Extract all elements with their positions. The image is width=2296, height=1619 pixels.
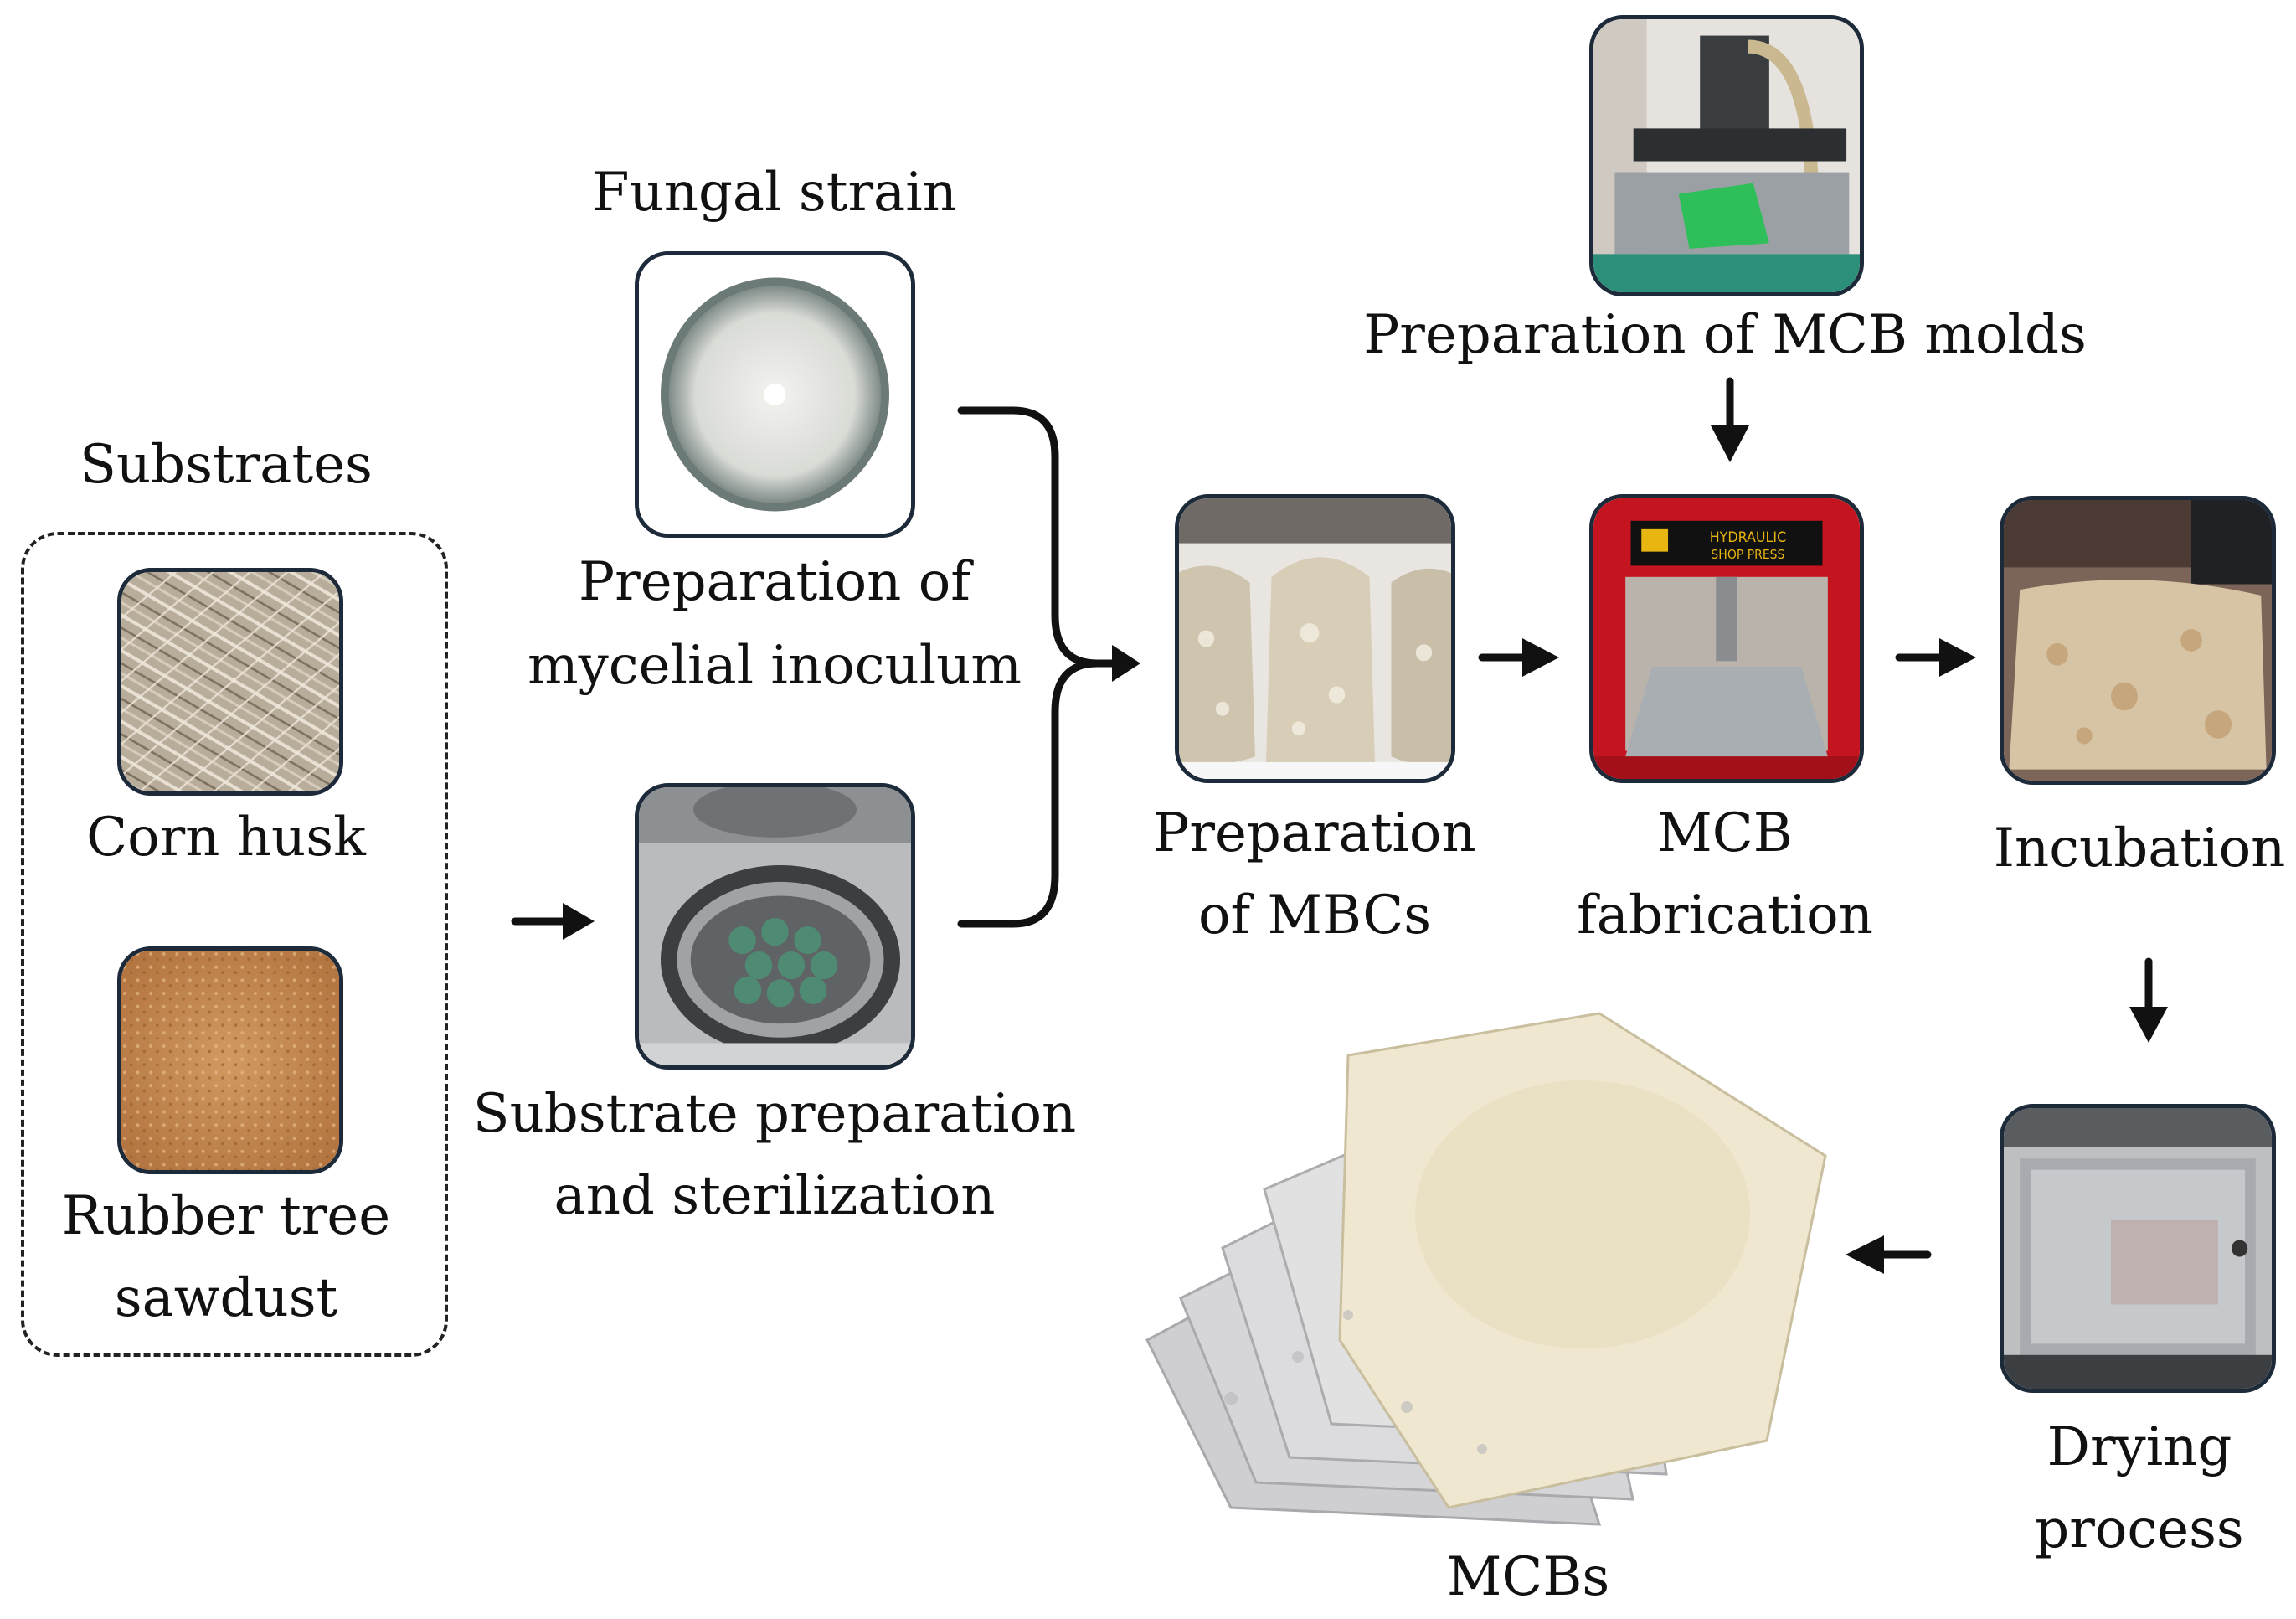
incubation-label: Incubation <box>1993 817 2286 879</box>
mycelial-inoculum-label-line2: mycelial inoculum <box>527 635 1022 697</box>
mbcs-label-line1: Preparation <box>1153 802 1476 864</box>
substrates-to-prep-arrow-head <box>563 903 595 940</box>
corn-husk-photo <box>117 568 343 796</box>
mcb-molds-label: Preparation of MCB molds <box>1363 304 2087 366</box>
incubation-to-drying-arrow-head <box>2129 1007 2168 1043</box>
mcb-fabrication-label-line1: MCB <box>1657 802 1793 864</box>
drying-photo <box>2000 1104 2276 1393</box>
mcbs-label: MCBs <box>1446 1546 1610 1608</box>
substrate-prep-label-line2: and sterilization <box>553 1165 996 1227</box>
mycelial-inoculum-label-line1: Preparation of <box>579 551 970 613</box>
rubber-sawdust-label-line1: Rubber tree <box>61 1185 391 1247</box>
drying-label-line2: process <box>2035 1498 2244 1560</box>
press-sign-line1: HYDRAULIC <box>1710 529 1786 545</box>
molds-to-fabrication-arrow-head <box>1711 425 1749 462</box>
incubation-photo <box>2000 496 2276 785</box>
fabrication-to-incubation-arrow-head <box>1939 638 1976 677</box>
merge-arrow-head <box>1112 645 1140 682</box>
merge-bracket <box>957 406 1101 928</box>
mbcs-to-fabrication-arrow-head <box>1522 638 1559 677</box>
rubber-sawdust-photo <box>117 946 343 1174</box>
substrate-prep-label-line1: Substrate preparation <box>472 1083 1077 1145</box>
mcbs-stack-illustration <box>1145 1012 1827 1526</box>
drying-to-mcbs-arrow-head <box>1846 1235 1884 1274</box>
fungal-strain-title: Fungal strain <box>592 162 957 224</box>
mcb-molds-photo <box>1589 15 1864 296</box>
mcb-fabrication-photo: HYDRAULIC SHOP PRESS <box>1589 494 1864 783</box>
corn-husk-label: Corn husk <box>86 807 366 869</box>
mbcs-photo <box>1175 494 1455 783</box>
mbcs-label-line2: of MBCs <box>1197 884 1432 946</box>
substrates-group-box <box>21 532 448 1357</box>
drying-label-line1: Drying <box>2046 1416 2232 1478</box>
rubber-sawdust-label-line2: sawdust <box>114 1267 338 1329</box>
substrates-title: Substrates <box>80 434 373 496</box>
sterilization-photo <box>635 783 915 1070</box>
press-sign-line2: SHOP PRESS <box>1711 549 1784 562</box>
mcb-fabrication-label-line2: fabrication <box>1577 884 1873 946</box>
fungal-strain-photo <box>635 251 915 538</box>
